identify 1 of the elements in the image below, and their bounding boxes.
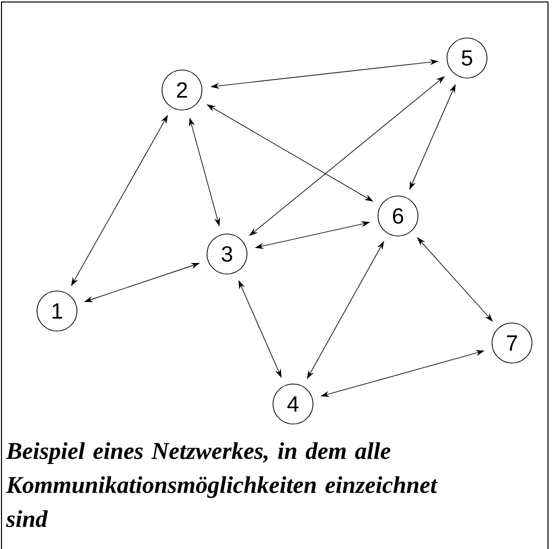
caption: Beispiel eines Netzwerkes, in dem alle Kommunikationsmöglichkeiten einzeichnet sind [6, 442, 438, 528]
